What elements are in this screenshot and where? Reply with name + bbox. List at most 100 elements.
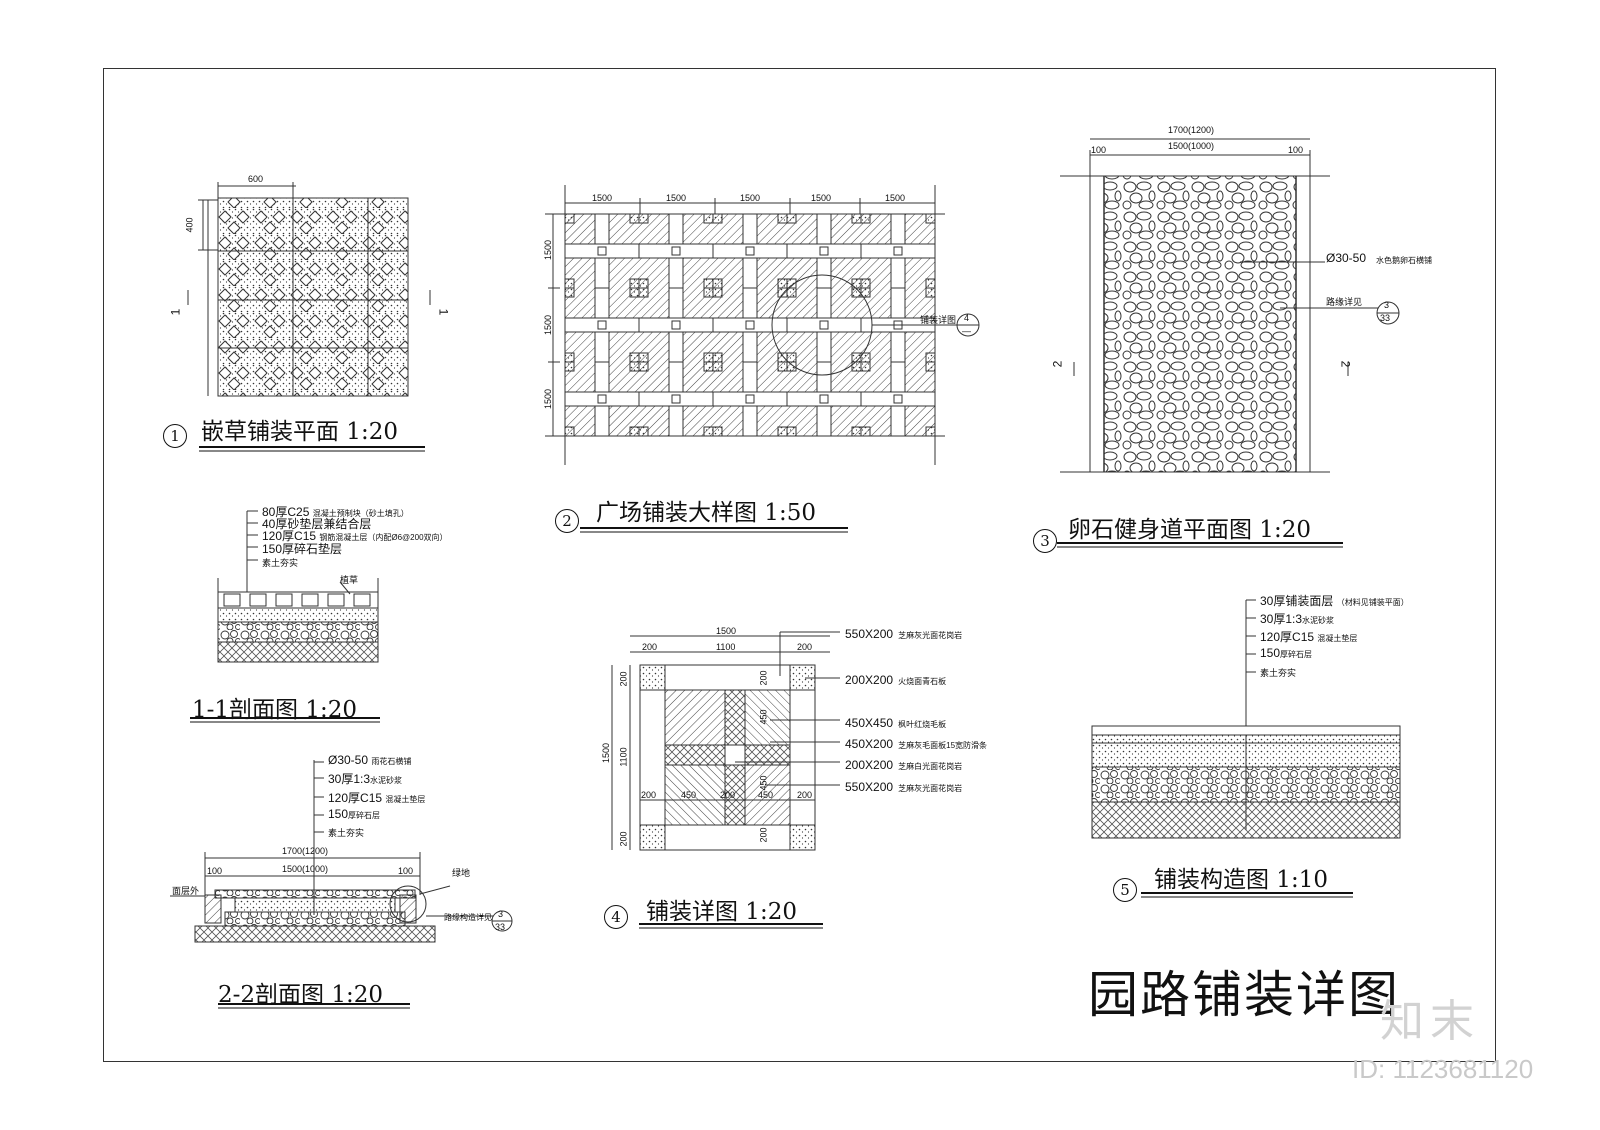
- plaza-paving-tile: [638, 287, 649, 298]
- s11-layer-2: 40厚砂垫层兼结合层: [262, 517, 372, 531]
- panel3-drawing: [1060, 138, 1400, 473]
- p4-dim-left-3: 200: [618, 831, 629, 847]
- p4-material-3: 450X450 枫叶红烧毛板: [845, 716, 947, 730]
- plaza-paving-tile: [638, 426, 649, 437]
- p2-dim-left-3: 1500: [543, 388, 554, 410]
- p3-dim-side-right: 100: [1288, 145, 1304, 155]
- p2-callout-ref-top: 4: [964, 313, 970, 323]
- p2-title: 广场铺装大样图 1:50: [596, 500, 816, 526]
- s22-curb-label: 路缘构造详见: [444, 913, 492, 922]
- p2-dim-top-3: 1500: [740, 193, 761, 203]
- p4-dim-mid-4: 450: [758, 790, 774, 800]
- plaza-paving-tile: [712, 278, 723, 289]
- plaza-paving-tile: [745, 246, 755, 256]
- s22-ref-top: 3: [498, 909, 504, 919]
- plaza-paving-tile: [597, 394, 607, 404]
- panel2-drawing: [545, 185, 980, 465]
- p4-title: 铺装详图 1:20: [646, 899, 797, 925]
- s11-grass-label: 植草: [340, 575, 359, 585]
- s22-dim-inner: 1500(1000): [282, 864, 329, 874]
- p5-layer-5: 素土夯实: [1260, 668, 1297, 678]
- s22-dim-side-left: 100: [207, 866, 223, 876]
- plaza-paving-tile: [703, 352, 714, 363]
- plaza-paving-tile: [777, 278, 788, 289]
- p4-dim-top-2: 1100: [716, 642, 736, 652]
- s22-layer-4: 150厚碎石层: [328, 807, 381, 821]
- p4-material-4: 450X200 芝麻灰毛面板15宽防滑条: [845, 737, 988, 751]
- plaza-paving-tile: [629, 352, 640, 363]
- sheet-title: 园路铺装详图: [1088, 966, 1400, 1024]
- plaza-paving-tile: [629, 426, 640, 437]
- plaza-paving-tile: [564, 287, 575, 298]
- plaza-paving-tile: [786, 426, 797, 437]
- p2-number-badge: 2: [555, 509, 579, 533]
- plaza-paving-tile: [925, 213, 936, 224]
- s22-ref-bottom: 33: [495, 922, 506, 932]
- p4-material-6: 550X200 芝麻灰光面花岗岩: [845, 780, 963, 794]
- p4-dim-top-1: 200: [642, 642, 658, 652]
- plaza-paving-tile: [712, 213, 723, 224]
- p3-dim-side-left: 100: [1091, 145, 1107, 155]
- p2-dim-left-1: 1500: [543, 239, 554, 261]
- p4-dim-inner-3: 450: [758, 775, 769, 791]
- s22-green-label: 绿地: [452, 868, 471, 878]
- plaza-paving-tile: [819, 246, 829, 256]
- brand-logo: 知末: [1380, 996, 1480, 1047]
- p3-note-pebble: Ø30-50: [1326, 251, 1367, 265]
- p5-layer-2: 30厚1:3水泥砂浆: [1260, 612, 1335, 626]
- s22-layer-5: 素土夯实: [328, 828, 365, 838]
- p2-dim-top-2: 1500: [666, 193, 687, 203]
- s22-layer-1: Ø30-50 雨花石横铺: [328, 753, 412, 767]
- image-id-label: ID: 1123681120: [1352, 1054, 1534, 1084]
- s11-layer-1: 80厚C25 混凝土预制块（砂土填孔）: [262, 505, 409, 519]
- plaza-paving-tile: [925, 278, 936, 289]
- p3-cut-left: 2: [1050, 360, 1065, 368]
- p3-ref-top: 3: [1384, 300, 1390, 310]
- plaza-paving-tile: [597, 320, 607, 330]
- plaza-paving-tile: [745, 394, 755, 404]
- p3-dim-inner: 1500(1000): [1168, 141, 1215, 151]
- p3-ref-bottom: 33: [1380, 313, 1391, 323]
- plaza-paving-tile: [712, 287, 723, 298]
- plaza-paving-tile: [860, 287, 871, 298]
- plaza-paving-tile: [860, 213, 871, 224]
- p4-material-5: 200X200 芝麻白光面花岗岩: [845, 758, 963, 772]
- p4-dim-mid-2: 450: [681, 790, 697, 800]
- plaza-paving-tile: [860, 278, 871, 289]
- plaza-paving-tile: [638, 278, 649, 289]
- s22-title: 2-2剖面图 1:20: [218, 982, 383, 1008]
- plaza-paving-tile: [629, 361, 640, 372]
- p4-dim-inner-4: 200: [758, 827, 769, 843]
- plaza-paving-tile: [786, 352, 797, 363]
- plaza-paving-tile: [703, 361, 714, 372]
- plaza-paving-tile: [860, 361, 871, 372]
- plaza-paving-tile: [638, 361, 649, 372]
- s22-left-label: 面层外: [172, 886, 200, 896]
- plaza-paving-tile: [777, 426, 788, 437]
- p4-dim-left-1: 200: [618, 671, 629, 687]
- p4-dim-inner-1: 200: [758, 670, 769, 686]
- plaza-paving-tile: [860, 426, 871, 437]
- panel4-drawing: [611, 631, 840, 851]
- plaza-paving-tile: [819, 320, 829, 330]
- p2-callout: 铺装详图: [920, 315, 957, 325]
- plaza-paving-tile: [671, 246, 681, 256]
- p4-dim-left-total: 1500: [601, 742, 612, 764]
- s22-dim-total: 1700(1200): [282, 846, 329, 856]
- plaza-paving-tile: [777, 213, 788, 224]
- plaza-paving-tile: [629, 278, 640, 289]
- plaza-paving-tile: [703, 287, 714, 298]
- section22-drawing: [170, 760, 513, 943]
- plaza-paving-tile: [893, 394, 903, 404]
- s11-layer-4: 150厚碎石垫层: [262, 542, 343, 556]
- plaza-paving-tile: [925, 361, 936, 372]
- p5-layer-1: 30厚铺装面层 （材料见铺装平面）: [1260, 594, 1409, 608]
- plaza-paving-tile: [564, 426, 575, 437]
- p3-cut-right: 2: [1338, 360, 1353, 368]
- plaza-paving-tile: [745, 320, 755, 330]
- p3-title: 卵石健身道平面图 1:20: [1068, 517, 1311, 543]
- p4-dim-left-2: 1100: [618, 747, 629, 767]
- plaza-paving-tile: [851, 213, 862, 224]
- plaza-paving-tile: [712, 426, 723, 437]
